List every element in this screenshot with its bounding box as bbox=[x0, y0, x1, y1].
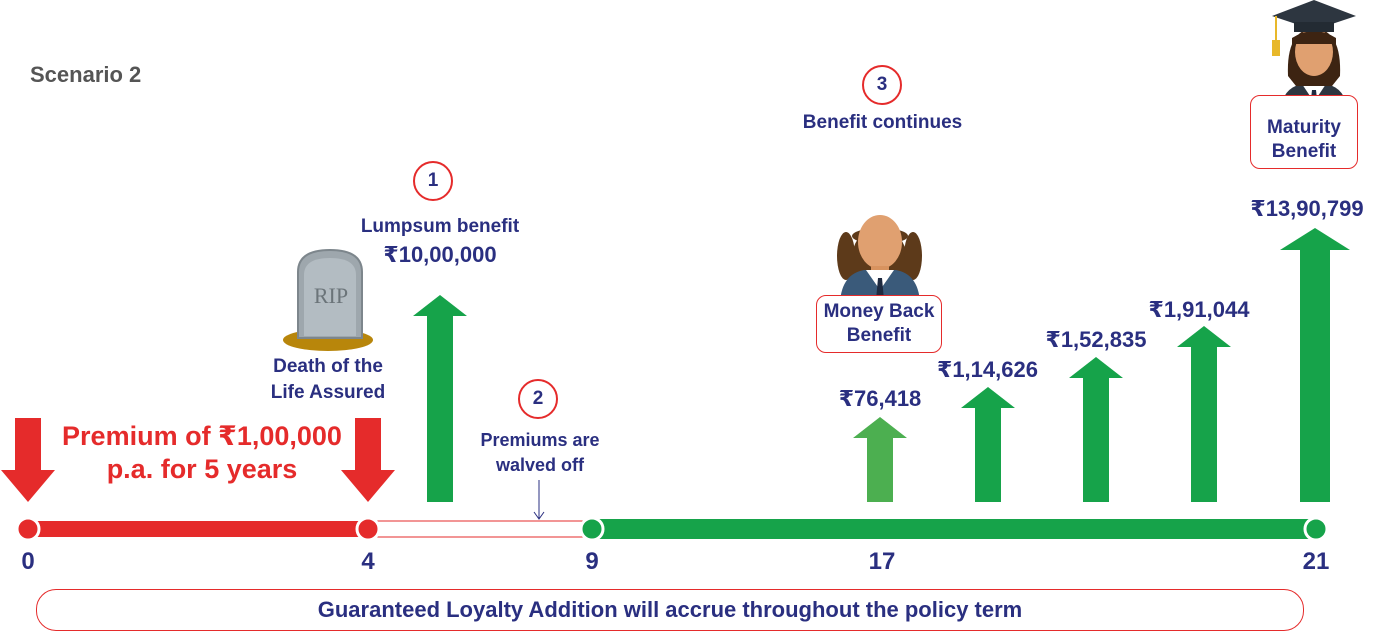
payout-amount-3: ₹1,52,835 bbox=[1045, 327, 1147, 352]
payout-amount-2: ₹1,14,626 bbox=[937, 357, 1038, 382]
benefit-period-bar bbox=[592, 519, 1316, 539]
premium-arrow-end bbox=[341, 418, 395, 502]
lumpsum-label: Lumpsum benefit bbox=[360, 216, 520, 237]
scenario-label: Scenario 2 bbox=[30, 62, 142, 87]
tick-17: 17 bbox=[868, 548, 896, 575]
premium-line1: Premium of ₹1,00,000 bbox=[62, 421, 342, 451]
payout-arrow-1 bbox=[853, 417, 907, 502]
death-label: Death of the Life Assured bbox=[270, 356, 386, 403]
node-4 bbox=[355, 516, 381, 542]
premium-line2: p.a. for 5 years bbox=[106, 454, 298, 484]
tombstone-icon: RIP bbox=[283, 248, 373, 351]
loyalty-addition-banner: Guaranteed Loyalty Addition will accrue … bbox=[36, 589, 1304, 631]
payout-arrow-3 bbox=[1069, 357, 1123, 502]
node-21 bbox=[1303, 516, 1329, 542]
tombstone-text: RIP bbox=[314, 283, 348, 308]
step-1-badge: 1 bbox=[413, 161, 453, 201]
node-9 bbox=[579, 516, 605, 542]
maturity-arrow bbox=[1280, 228, 1350, 502]
tick-0: 0 bbox=[21, 548, 35, 575]
maturity-box: Maturity Benefit bbox=[1250, 95, 1358, 169]
node-0 bbox=[15, 516, 41, 542]
lumpsum-arrow bbox=[413, 295, 467, 502]
benefit-continues-label: Benefit continues bbox=[802, 112, 963, 133]
payout-amount-1: ₹76,418 bbox=[838, 386, 922, 411]
tick-9: 9 bbox=[585, 548, 599, 575]
premium-text: Premium of ₹1,00,000 p.a. for 5 years bbox=[52, 420, 352, 486]
tick-4: 4 bbox=[361, 548, 375, 575]
payout-arrow-2 bbox=[961, 387, 1015, 502]
premium-arrow-start bbox=[1, 418, 55, 502]
payout-amount-4: ₹1,91,044 bbox=[1148, 297, 1250, 322]
payout-arrow-4 bbox=[1177, 326, 1231, 502]
waiver-period-bar bbox=[367, 520, 593, 538]
step-2-badge: 2 bbox=[518, 379, 558, 419]
loyalty-addition-text: Guaranteed Loyalty Addition will accrue … bbox=[317, 597, 1023, 622]
money-back-box: Money Back Benefit bbox=[816, 295, 942, 353]
maturity-amount: ₹13,90,799 bbox=[1250, 196, 1364, 221]
step-3-badge: 3 bbox=[862, 65, 902, 105]
waiver-label: Premiums are walved off bbox=[480, 430, 600, 475]
tick-21: 21 bbox=[1302, 548, 1330, 575]
student-girl-icon bbox=[837, 215, 922, 303]
lumpsum-amount: ₹10,00,000 bbox=[383, 242, 497, 267]
premium-paying-bar bbox=[28, 521, 368, 537]
